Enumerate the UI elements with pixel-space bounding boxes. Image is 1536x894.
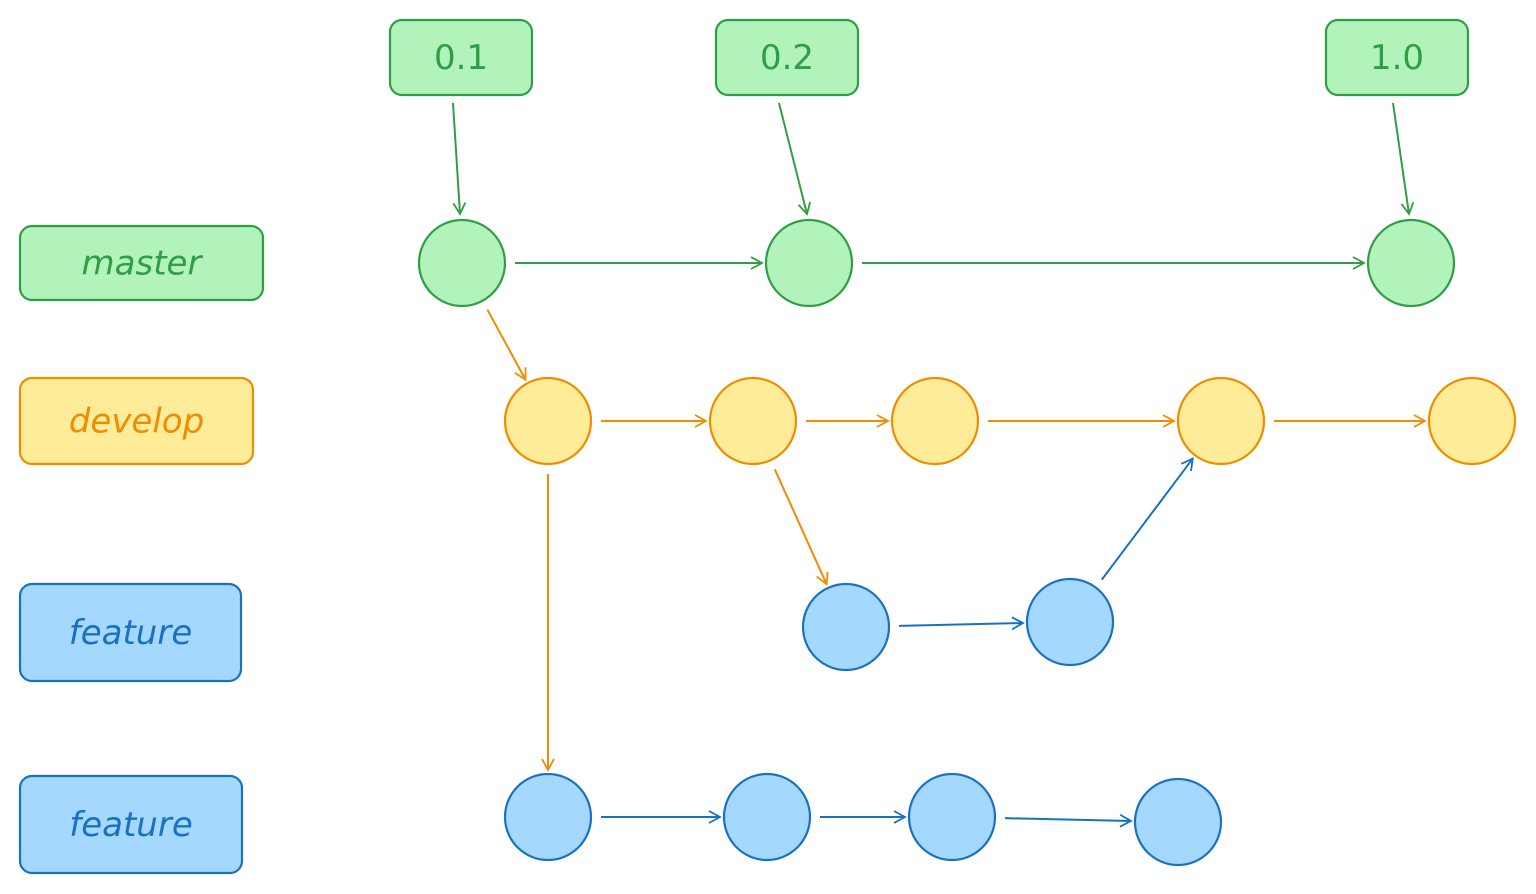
edge-fb3-to-fb4 xyxy=(1004,813,1133,828)
commit-node-m1 xyxy=(417,218,507,308)
branch-box xyxy=(18,376,255,466)
commit-node-fa2 xyxy=(1025,577,1115,667)
branch-label-text: master xyxy=(82,244,204,284)
tag-box xyxy=(714,18,860,97)
branch-label-master: master xyxy=(18,224,265,302)
commit-node-m2 xyxy=(764,218,854,308)
branch-label-develop: develop xyxy=(18,376,255,466)
tag-pointer-arrow xyxy=(452,102,467,216)
tag-box xyxy=(388,18,534,97)
tag-label: 0.2 xyxy=(760,38,814,78)
tag-label: 0.1 xyxy=(434,38,488,78)
commit-node-fb4 xyxy=(1133,777,1223,867)
version-tag-tag-0-2: 0.2 xyxy=(714,18,860,216)
branch-box xyxy=(18,224,265,302)
commit-node-fb1 xyxy=(503,772,593,862)
commit-node-d2 xyxy=(708,376,798,466)
version-tag-tag-0-1: 0.1 xyxy=(388,18,534,216)
tag-label: 1.0 xyxy=(1370,38,1424,78)
branch-label-feature-1: feature xyxy=(18,582,243,683)
commits-layer xyxy=(417,218,1517,867)
commit-node-m3 xyxy=(1366,218,1456,308)
edge-d2-to-fa1 xyxy=(773,468,829,586)
version-tag-tag-1-0: 1.0 xyxy=(1324,18,1470,216)
edge-fa2-to-d4 xyxy=(1101,457,1194,581)
commit-node-d5 xyxy=(1427,376,1517,466)
commit-node-fa1 xyxy=(801,582,891,672)
tag-box xyxy=(1324,18,1470,97)
branch-labels: master develop feature feature xyxy=(18,224,265,875)
commit-node-fb3 xyxy=(907,772,997,862)
edges-layer xyxy=(486,256,1427,828)
commit-node-d3 xyxy=(890,376,980,466)
commit-node-fb2 xyxy=(722,772,812,862)
commit-node-d1 xyxy=(503,376,593,466)
branch-box xyxy=(18,774,244,875)
edge-fa1-to-fa2 xyxy=(898,616,1025,631)
version-tags: 0.1 0.2 1.0 xyxy=(388,18,1470,216)
branch-label-text: feature xyxy=(69,805,193,845)
tag-pointer-arrow xyxy=(1392,102,1415,216)
branch-label-feature-2: feature xyxy=(18,774,244,875)
branch-label-text: feature xyxy=(69,613,193,653)
branch-label-text: develop xyxy=(69,402,204,442)
tag-pointer-arrow xyxy=(778,102,811,216)
branch-box xyxy=(18,582,243,683)
edge-m1-to-d1 xyxy=(486,309,527,382)
commit-node-d4 xyxy=(1176,376,1266,466)
